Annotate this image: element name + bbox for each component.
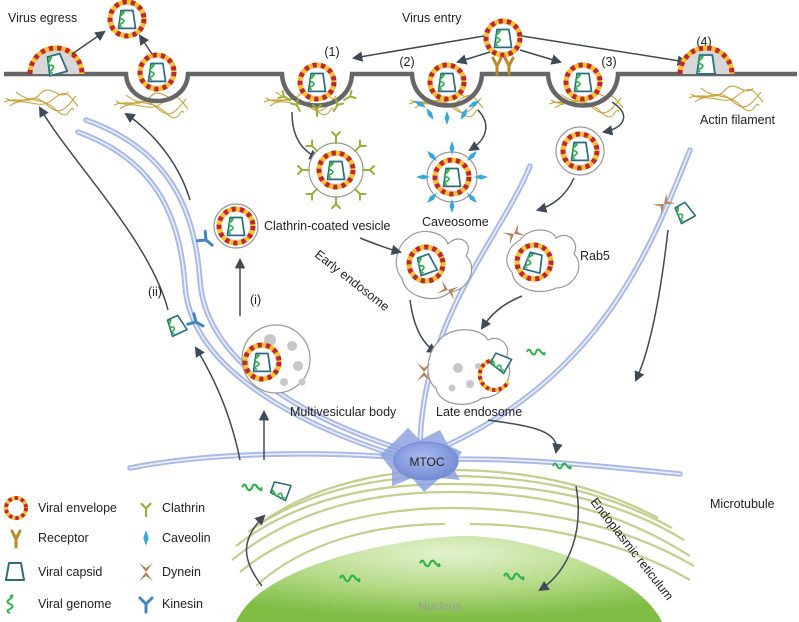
clathrin-pit: [277, 65, 357, 117]
kinesin-icon: [138, 596, 154, 614]
late-endosome: [417, 329, 546, 405]
legend: Viral envelope Receptor Viral capsid Vir…: [4, 496, 211, 614]
caveolin-icon: [143, 530, 149, 546]
rab5-endosome: [502, 223, 580, 293]
egress-budding-center: [140, 55, 174, 89]
microtubule-label: Microtubule: [710, 497, 775, 511]
step-2-label: (2): [399, 55, 414, 69]
multivesicular-body: [241, 324, 311, 394]
arrow-to-caveosome: [468, 109, 487, 152]
egress-virion-top: [110, 2, 144, 36]
arrow-nucleus-out: [245, 514, 266, 587]
arrow-late-to-genome: [487, 419, 563, 455]
capsid-on-microtubule: [673, 201, 695, 224]
arrow-to-vesicle: [601, 101, 625, 136]
entry-arrow-3: [519, 49, 563, 65]
entry-arrow-4: [521, 35, 689, 66]
legend-label-viral-genome: Viral genome: [38, 597, 111, 611]
entry-arrow-2: [455, 51, 491, 65]
actin-filament-label: Actin filament: [700, 113, 776, 127]
arrow-early-to-late: [409, 299, 438, 354]
viral-envelope-icon: [4, 496, 28, 520]
egress-arrow-left: [71, 30, 106, 55]
legend-label-receptor: Receptor: [38, 531, 89, 545]
legend-label-caveolin: Caveolin: [162, 531, 211, 545]
arrow-to-rab5: [535, 177, 575, 213]
arrow-to-egress-left: [38, 106, 169, 311]
clathrin-icon: [140, 502, 152, 518]
egress-arrow-right: [138, 34, 153, 55]
plasma-membrane: [4, 71, 797, 108]
clathrin-coated-vesicle: [297, 131, 375, 209]
membrane-fusion: [677, 45, 735, 74]
nucleus-label: Nucleus: [418, 599, 461, 613]
arrow-to-egress-center: [124, 112, 191, 201]
virus-egress-label: Virus egress: [8, 11, 77, 25]
dynein-icon: [139, 563, 153, 581]
entry-vesicle: [555, 126, 605, 176]
rab5-label: Rab5: [580, 249, 610, 263]
step-3-label: (3): [601, 55, 616, 69]
early-endosome-label: Early endosome: [312, 247, 392, 314]
early-endosome: [395, 230, 473, 300]
step-1-label: (1): [324, 45, 339, 59]
virus-entry-label: Virus entry: [402, 11, 462, 25]
path-ii-label: (ii): [148, 285, 162, 299]
legend-label-viral-envelope: Viral envelope: [38, 501, 117, 515]
viral-capsid-icon: [5, 562, 25, 581]
arrow-capsid-down: [634, 229, 669, 382]
arrow-mtoc-to-capsid: [194, 346, 241, 461]
multivesicular-body-label: Multivesicular body: [290, 405, 397, 419]
mtoc: MTOC: [380, 428, 462, 492]
egress-budding-left: [27, 45, 85, 76]
legend-label-dynein: Dynein: [162, 565, 201, 579]
receptor-icon: [10, 529, 22, 549]
entry-arrow-1: [351, 35, 485, 62]
arrow-ccv-to-early: [359, 237, 403, 256]
legend-label-kinesin: Kinesin: [162, 597, 203, 611]
late-endosome-label: Late endosome: [436, 405, 522, 419]
kinesin-virion: [196, 203, 259, 252]
nucleus: Nucleus: [236, 535, 662, 622]
legend-label-viral-capsid: Viral capsid: [38, 565, 102, 579]
mtoc-label: MTOC: [409, 455, 444, 469]
actin-filaments: [3, 85, 764, 119]
path-i-label: (i): [250, 293, 261, 307]
arrow-genome-to-nucleus: [538, 485, 579, 592]
viral-genome-icon: [6, 594, 14, 614]
legend-label-clathrin: Clathrin: [162, 501, 205, 515]
arrow-to-ccv: [291, 111, 320, 160]
uncoated-pit: [566, 65, 600, 99]
entry-virion: [486, 21, 520, 76]
arrow-rab5-to-late: [480, 295, 523, 330]
caveosome-label: Caveosome: [422, 215, 489, 229]
clathrin-coated-vesicle-label: Clathrin-coated vesicle: [264, 219, 390, 233]
step-4-label: (4): [696, 35, 711, 49]
caveosome: [416, 141, 488, 213]
exported-capsid: [241, 480, 291, 501]
